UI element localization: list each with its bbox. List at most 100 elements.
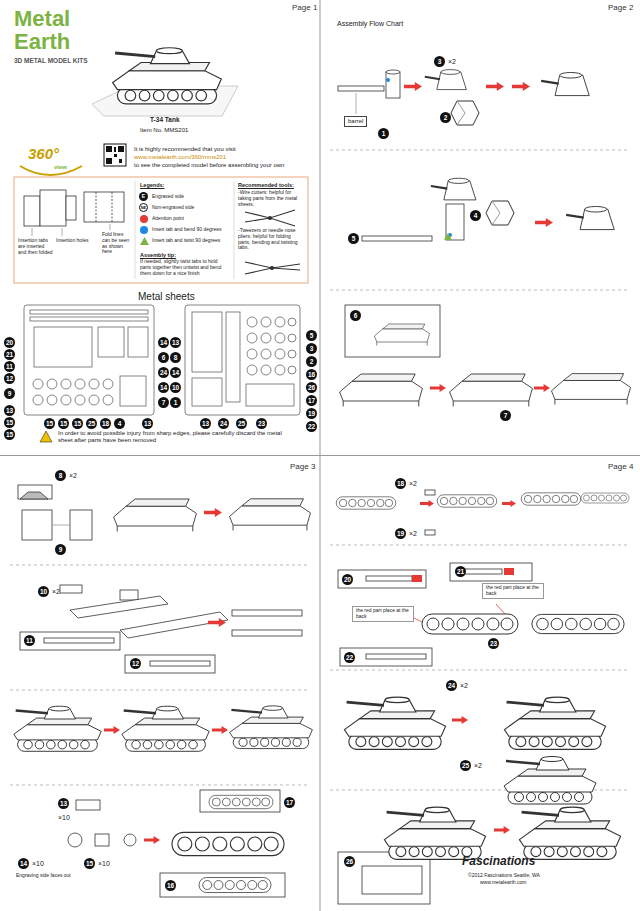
metal-sheet	[261, 349, 271, 359]
metal-sheet	[30, 317, 148, 321]
part-sketch	[18, 485, 92, 540]
illustration-shape	[404, 82, 422, 91]
callout-number: 15	[58, 418, 69, 429]
step-separator	[10, 150, 630, 790]
insertion-sketch	[24, 196, 40, 226]
metal-sheet	[192, 378, 222, 406]
note-text: If needed, slightly twist tabs to hold p…	[140, 259, 230, 276]
metal-sheet	[288, 350, 296, 358]
part-name-box: barrel	[344, 116, 367, 127]
callout-number: 10	[170, 382, 181, 393]
part-sketch	[60, 585, 82, 593]
callout-number: 26	[344, 856, 355, 867]
part-sketch	[125, 655, 215, 673]
part-sketch	[150, 661, 210, 666]
insertion-sketch	[66, 196, 76, 220]
callout-number: 24	[158, 367, 169, 378]
callout-number: 1	[378, 128, 389, 139]
metal-sheet	[30, 310, 148, 314]
part-sketch	[362, 866, 422, 894]
page-number: Page 2	[608, 3, 633, 12]
part-sketch	[425, 490, 435, 495]
part-sketch	[366, 654, 426, 659]
illustration-shape	[504, 757, 596, 805]
callout-number: 11	[4, 361, 15, 372]
callout-number: 15	[4, 417, 15, 428]
qr-code	[118, 146, 124, 152]
illustration-shape	[519, 807, 620, 859]
node-text: barrel	[348, 118, 363, 125]
callout-number: 12	[4, 373, 15, 384]
metal-sheet	[247, 349, 257, 359]
part-sketch	[70, 510, 92, 540]
part-sketch	[124, 834, 136, 846]
metal-sheet	[47, 379, 57, 389]
metal-sheet	[33, 379, 43, 389]
metal-sheet	[89, 395, 99, 405]
quantity-label: ×10	[98, 858, 110, 869]
part-sketch	[120, 590, 138, 600]
callout-number: 25	[460, 760, 471, 771]
callout-number: 10	[38, 586, 49, 597]
callout-number: 25	[86, 418, 97, 429]
quantity-label: ×2	[409, 478, 417, 489]
illustration-shape	[14, 706, 101, 751]
callout-number: 14	[18, 858, 29, 869]
illustration-shape	[566, 206, 614, 229]
part-sketch	[95, 834, 109, 846]
legend-text: Insert tab and bend 90 degrees	[152, 227, 222, 233]
metal-sheet	[275, 349, 285, 359]
callout-number: 21	[455, 566, 466, 577]
insertion-sketch	[32, 228, 33, 236]
callout-number: 23	[256, 418, 267, 429]
step-separator	[10, 565, 310, 566]
quantity-label: ×2	[69, 470, 77, 481]
illustration-shape	[384, 807, 485, 859]
metal-sheet	[61, 395, 71, 405]
part-sketch	[386, 70, 400, 74]
illustration-shape	[494, 826, 510, 834]
illustration-shape	[502, 500, 516, 507]
callout-number: 3	[306, 343, 317, 354]
metal-sheet	[34, 327, 92, 367]
callout-number: 23	[488, 638, 499, 649]
metal-sheet	[24, 305, 300, 415]
section-heading: Recommended tools:	[238, 182, 294, 188]
illustration-shape	[541, 72, 589, 95]
metal-sheet	[261, 333, 271, 343]
metal-sheet	[61, 379, 71, 389]
note-text: In order to avoid possible injury from s…	[58, 430, 298, 444]
part-sketch	[450, 563, 532, 581]
cover-illustration	[92, 48, 238, 116]
metal-sheet	[128, 327, 148, 357]
metal-sheet	[247, 365, 257, 375]
qr-code	[114, 147, 116, 152]
callout-number: 13	[142, 418, 153, 429]
callout-number: 14	[158, 337, 169, 348]
callout-number: 7	[500, 410, 511, 421]
callout-number: 3	[434, 56, 445, 67]
part-sketch	[345, 305, 440, 357]
web-address: www.metalearth.com/360/mms201	[134, 154, 226, 161]
qr-code	[114, 154, 117, 157]
callout-number: 6	[158, 352, 169, 363]
illustration-shape	[344, 697, 445, 749]
callout-number: 18	[100, 418, 111, 429]
qr-code	[106, 158, 112, 164]
note-text: Insertion tabs are inserted and then fol…	[18, 238, 54, 255]
metal-sheet	[24, 305, 154, 415]
callout-number: 24	[218, 418, 229, 429]
note-text: ©2012 Fascinations Seattle, WA	[468, 873, 540, 879]
part-sketch	[232, 610, 302, 616]
illustration-shape	[450, 374, 533, 406]
callout-number: 15	[4, 429, 15, 440]
quantity-label: ×2	[474, 760, 482, 771]
metal-sheet	[275, 317, 285, 327]
metal-sheet	[275, 333, 285, 343]
part-sketch	[356, 93, 357, 114]
insertion-sketch	[40, 190, 66, 226]
illustration-shape	[431, 178, 476, 200]
callout-number: 8	[170, 352, 181, 363]
legend-frame	[14, 177, 308, 283]
